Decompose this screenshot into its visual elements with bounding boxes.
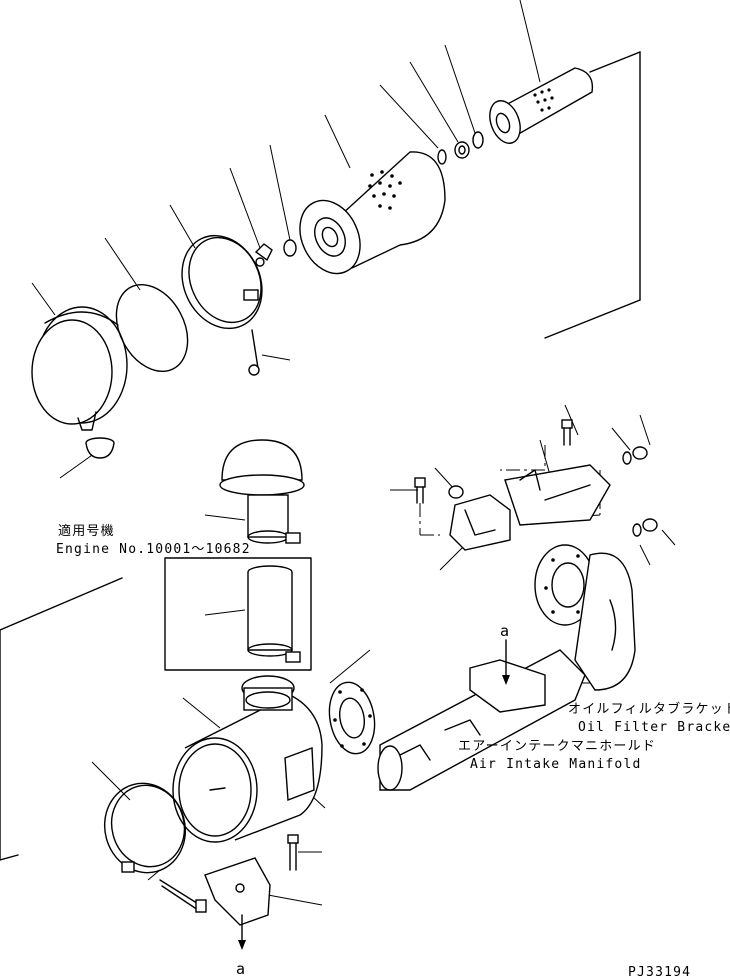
filter-element	[299, 151, 446, 275]
band-bolt	[159, 879, 207, 913]
precleaner-cover	[31, 306, 128, 431]
air-intake-manifold-label-jp: エアーインテークマニホールド	[458, 739, 656, 754]
inset-box	[164, 557, 312, 671]
oil-filter-bracket-label: Oil Filter Bracket	[578, 720, 730, 735]
applicable-label-jp: 適用号機	[58, 523, 115, 539]
arrow-to-bracket	[502, 639, 510, 685]
arrow-down	[238, 914, 246, 950]
drawing-code: PJ33194	[628, 965, 691, 980]
assembly-frame-lines	[0, 51, 641, 861]
washer-upper-right	[622, 451, 632, 465]
engine-serial-range: Engine No.10001～10682	[56, 542, 251, 557]
washer-2	[472, 131, 484, 149]
dome-precleaner	[219, 439, 305, 544]
o-ring	[115, 283, 189, 373]
t-bolt	[248, 329, 260, 376]
mount-bracket	[204, 857, 271, 926]
air-intake-manifold-label: Air Intake Manifold	[470, 757, 642, 772]
safety-element	[489, 67, 594, 144]
washer	[283, 239, 297, 257]
air-cleaner-body	[172, 675, 323, 843]
reference-mark-bottom: a	[236, 960, 245, 978]
extension-pipe	[247, 565, 301, 663]
wing-nut	[254, 243, 273, 267]
oil-filter-bracket-label-jp: オイルフィルタブラケット	[568, 701, 730, 717]
wing-nut-2	[454, 141, 470, 159]
band-clamp	[181, 234, 263, 330]
gasket	[328, 681, 376, 755]
small-seal-ring	[437, 149, 447, 165]
bracket-bolt	[287, 834, 299, 871]
safety-element-perforations	[533, 88, 554, 112]
washer-lower-right	[632, 523, 642, 537]
support-base	[449, 494, 511, 551]
oil-filter-bracket	[469, 659, 546, 713]
reference-mark-top: a	[500, 622, 509, 640]
dust-cap	[85, 437, 115, 459]
mounting-band	[103, 782, 187, 874]
manifold-elbow	[574, 552, 636, 691]
leader-lines	[31, 0, 676, 906]
nut-lower-right	[642, 518, 658, 532]
bolt-upper	[561, 419, 573, 446]
support-bracket	[504, 464, 611, 526]
nut-upper-right	[632, 446, 648, 460]
bolt-left	[414, 477, 426, 504]
element-perforations	[368, 170, 402, 210]
nut-left	[448, 485, 464, 499]
